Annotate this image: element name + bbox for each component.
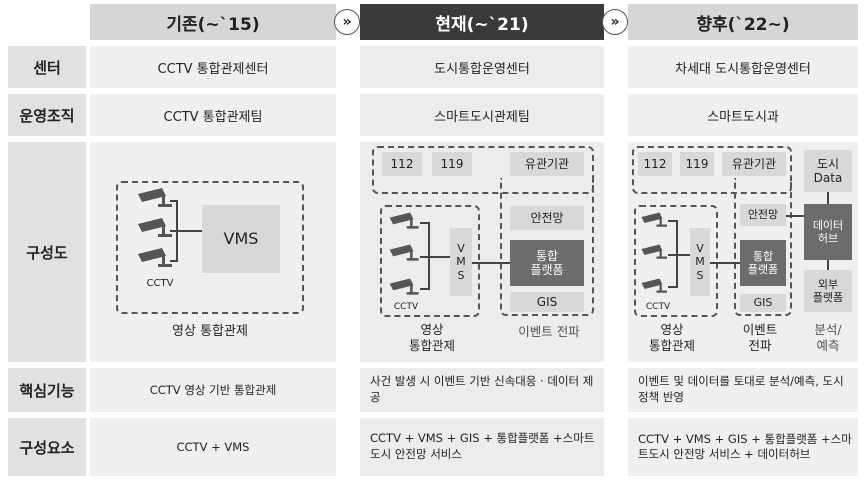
components-current: CCTV + VMS + GIS + 통합플랫폼 +스마트도시 안전망 서비스	[370, 431, 595, 461]
cctv-camera-icon	[138, 218, 172, 237]
past-caption: 영상 통합관제	[172, 324, 248, 339]
current-event-vertical	[500, 178, 594, 316]
center-past: CCTV 통합관제센터	[157, 61, 269, 77]
cctv-camera-icon	[641, 278, 667, 293]
cctv-camera-icon	[641, 244, 667, 259]
future-caption-right: 분석/ 예측	[814, 322, 842, 354]
row-label-components: 구성요소	[8, 418, 86, 476]
org-current: 스마트도시관제팀	[434, 109, 530, 125]
header-future-title: 향후(`22~)	[696, 14, 790, 35]
vms-vertical-box: V M S	[690, 228, 710, 296]
org-future: 스마트도시과	[707, 109, 779, 125]
cctv-camera-icon	[389, 244, 419, 261]
future-caption-mid: 이벤트 전파	[742, 322, 778, 354]
header-current: 현재(~`21)	[360, 4, 604, 40]
center-current: 도시통합운영센터	[434, 61, 530, 77]
box-safety-net: 안전망	[510, 206, 584, 230]
cctv-camera-icon	[138, 248, 172, 267]
box-external-platform: 외부 플랫폼	[804, 270, 852, 312]
cctv-camera-icon	[138, 188, 172, 207]
cctv-camera-icon	[641, 212, 667, 227]
current-caption-right: 이벤트 전파	[518, 324, 580, 339]
cctv-camera-icon	[389, 212, 419, 229]
cctv-camera-icon	[389, 278, 419, 295]
header-past-title: 기존(~`15)	[166, 14, 260, 35]
future-event-frame	[632, 146, 792, 194]
box-data-hub: 데이터 허브	[804, 204, 852, 260]
vms-vertical-box: V M S	[450, 228, 472, 296]
row-label-core: 핵심기능	[8, 368, 86, 412]
box-safety-net: 안전망	[740, 204, 786, 226]
past-dashed-frame	[116, 181, 304, 314]
box-119: 119	[432, 152, 472, 176]
current-caption-left: 영상 통합관제	[408, 322, 455, 354]
current-event-frame	[372, 146, 594, 194]
box-platform: 통합 플랫폼	[740, 240, 786, 286]
future-cctv-label: CCTV	[645, 302, 671, 312]
box-119: 119	[680, 152, 714, 176]
current-cctv-frame	[380, 205, 480, 317]
current-cctv-label: CCTV	[393, 302, 419, 312]
header-future: 향후(`22~)	[628, 4, 858, 40]
box-112: 112	[638, 152, 672, 176]
future-event-vertical	[734, 178, 792, 316]
components-future: CCTV + VMS + GIS + 통합플랫폼 +스마트도시 안전망 서비스 …	[638, 432, 852, 461]
box-gis: GIS	[510, 292, 584, 312]
row-label-config: 구성도	[8, 142, 86, 362]
header-past: 기존(~`15)	[90, 4, 336, 40]
chevron-right-icon: »	[602, 9, 628, 35]
past-cctv-label: CCTV	[146, 278, 174, 289]
row-label-center: 센터	[8, 46, 86, 88]
future-caption-left: 영상 통합관제	[648, 322, 695, 354]
vms-box: VMS	[202, 205, 280, 273]
row-label-org: 운영조직	[8, 94, 86, 136]
box-112: 112	[382, 152, 422, 176]
future-cctv-frame	[634, 205, 718, 317]
header-current-title: 현재(~`21)	[435, 14, 529, 35]
center-future: 차세대 도시통합운영센터	[675, 61, 811, 77]
box-agency: 유관기관	[722, 152, 786, 176]
box-gis: GIS	[740, 294, 786, 312]
box-city-data: 도시 Data	[804, 150, 852, 192]
core-past: CCTV 영상 기반 통합관제	[149, 383, 277, 397]
components-past: CCTV + VMS	[176, 440, 250, 454]
org-past: CCTV 통합관제팀	[163, 109, 263, 125]
core-future: 이벤트 및 데이터를 토대로 분석/예측, 도시정책 반영	[638, 374, 844, 404]
core-current: 사건 발생 시 이벤트 기반 신속대응 · 데이터 제공	[370, 374, 594, 404]
box-agency: 유관기관	[510, 152, 584, 176]
box-platform: 통합 플랫폼	[510, 240, 584, 286]
chevron-right-icon: »	[334, 9, 360, 35]
